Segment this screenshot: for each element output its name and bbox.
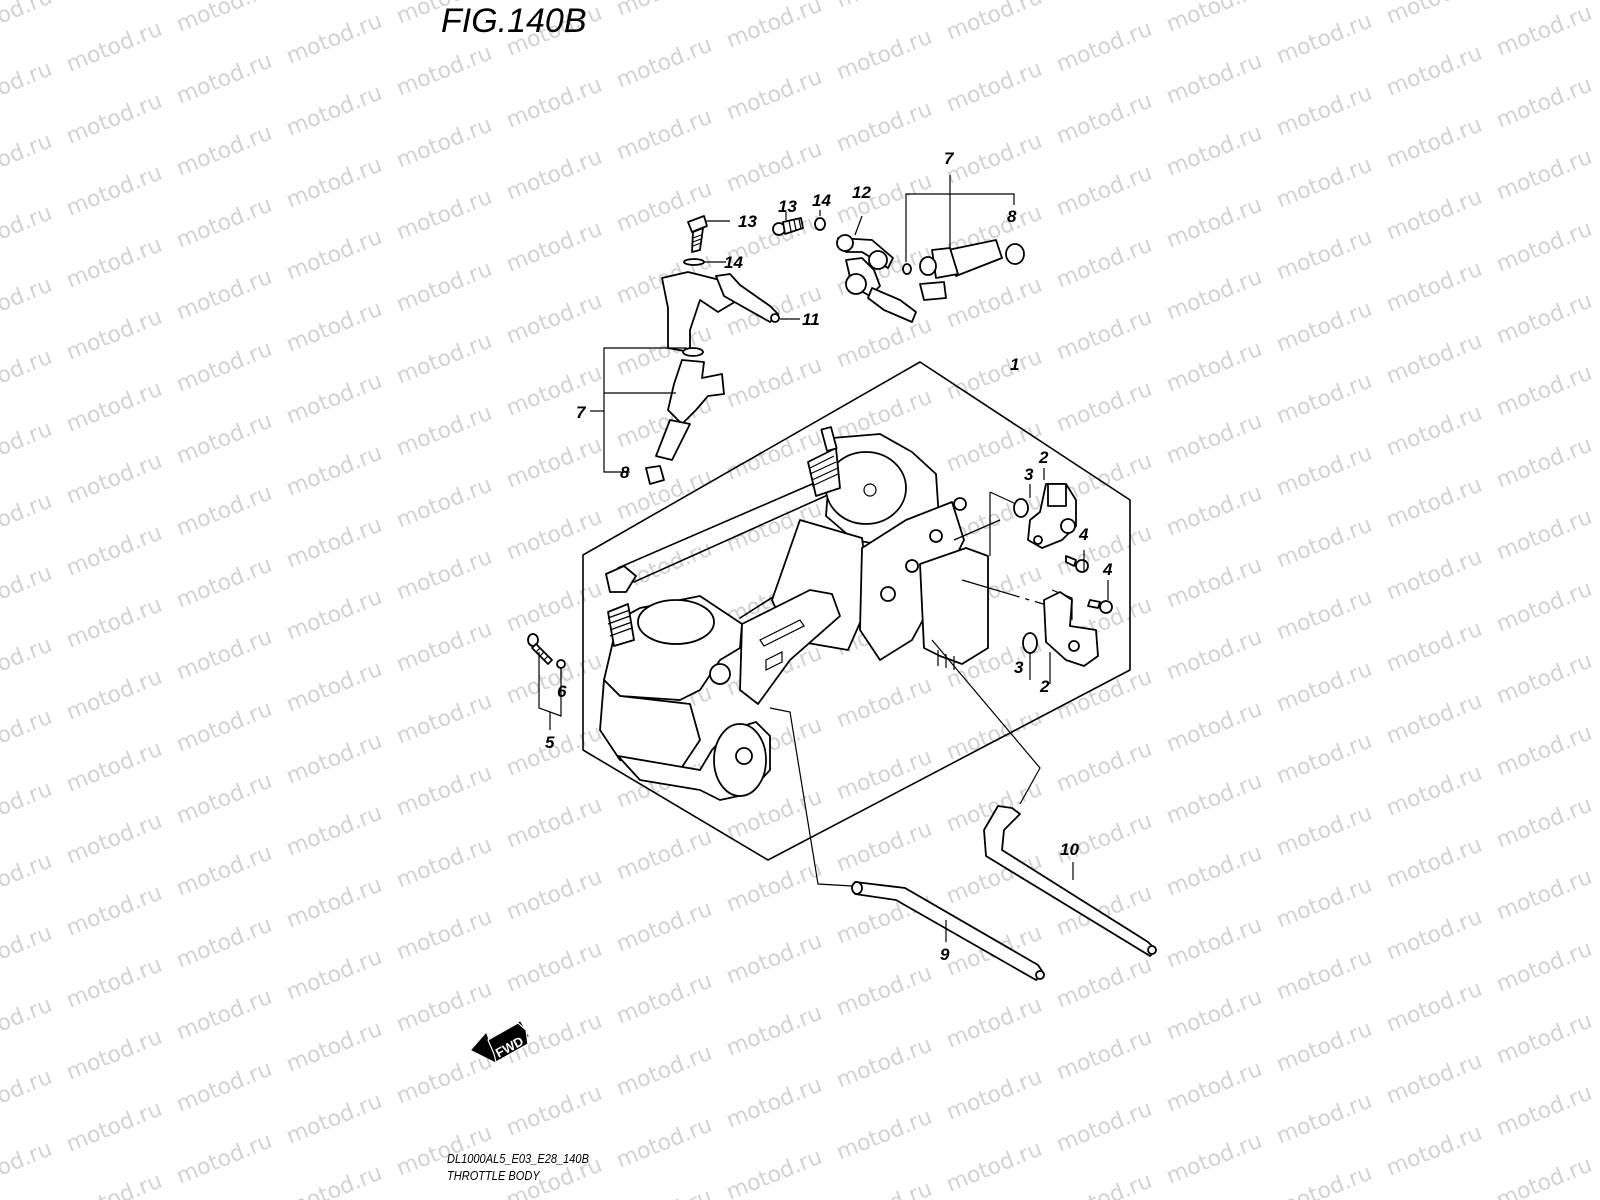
callout-7: 7 (944, 149, 955, 168)
sensor-upper[interactable] (1027, 483, 1077, 549)
callout-1: 1 (1010, 355, 1019, 374)
hose-left[interactable] (854, 881, 1045, 981)
callout-9: 9 (940, 945, 950, 964)
washer[interactable] (556, 659, 566, 669)
callout-13: 13 (738, 212, 757, 231)
figure-name: THROTTLE BODY (447, 1168, 540, 1183)
hose-right[interactable] (983, 805, 1157, 957)
callout-8: 8 (1007, 207, 1017, 226)
cushion-left[interactable] (645, 465, 665, 485)
sensor-lower[interactable] (1043, 591, 1099, 667)
o-ring-lower[interactable] (1022, 632, 1038, 654)
callout-7: 7 (576, 403, 587, 422)
callout-10: 10 (1060, 840, 1079, 859)
screw-set[interactable] (527, 633, 553, 665)
fuel-injector-left[interactable] (655, 359, 725, 461)
screw-upper[interactable] (1065, 555, 1089, 573)
callout-11: 11 (802, 310, 820, 329)
callout-2: 2 (1038, 448, 1049, 467)
cushion-right[interactable] (1005, 243, 1025, 265)
callout-13: 13 (778, 197, 797, 216)
fuel-delivery-pipe-joint[interactable] (836, 234, 917, 323)
callout-4: 4 (1102, 560, 1113, 579)
o-ring-right[interactable] (814, 217, 826, 231)
callout-14: 14 (812, 191, 831, 210)
callout-2: 2 (1039, 677, 1050, 696)
o-ring-left[interactable] (683, 258, 705, 266)
callout-3: 3 (1024, 465, 1034, 484)
figure-caption: DL1000AL5_E03_E28_140B THROTTLE BODY (447, 1150, 614, 1184)
fuel-injector-right[interactable] (919, 239, 1003, 301)
o-ring-injector-right[interactable] (902, 263, 912, 275)
callout-6: 6 (557, 682, 567, 701)
screw-lower[interactable] (1087, 599, 1113, 614)
throttle-body-assembly[interactable] (599, 426, 989, 801)
callout-12: 12 (852, 183, 871, 202)
forward-direction-arrow: FWD (471, 1021, 529, 1063)
o-ring-upper[interactable] (1013, 498, 1029, 518)
o-ring-injector-left[interactable] (682, 347, 704, 357)
callout-3: 3 (1014, 658, 1024, 677)
callout-8: 8 (620, 463, 630, 482)
callout-5: 5 (545, 733, 555, 752)
figure-code: DL1000AL5_E03_E28_140B (447, 1151, 589, 1166)
assembly-boundary-box (582, 361, 1131, 861)
bolt-right[interactable] (772, 217, 804, 236)
figure-title: FIG.140B (441, 2, 587, 40)
bolt-left[interactable] (687, 215, 708, 253)
callout-14: 14 (724, 253, 743, 272)
callout-4: 4 (1078, 525, 1089, 544)
fuel-delivery-pipe[interactable] (661, 271, 780, 353)
